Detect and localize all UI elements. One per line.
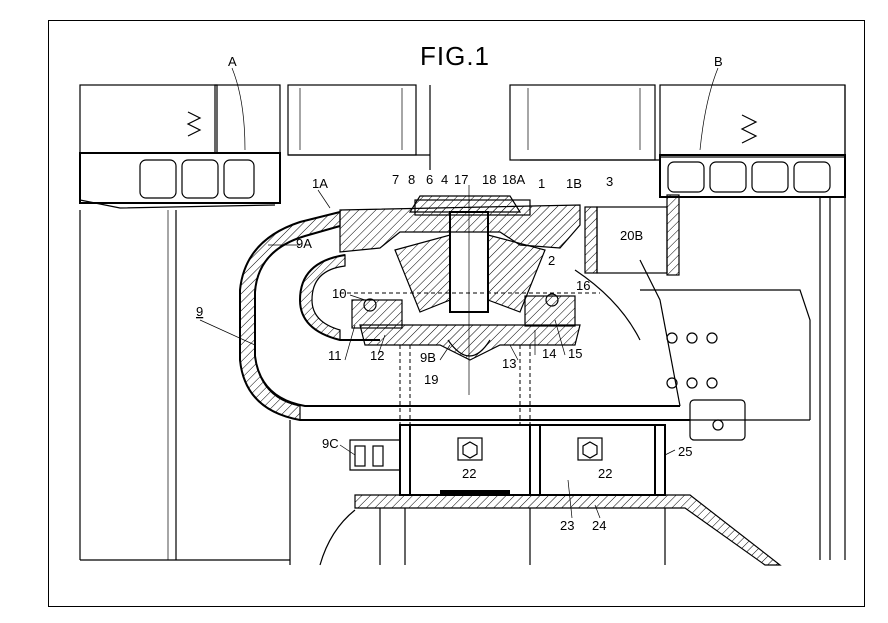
label-25: 25: [678, 444, 692, 459]
label-8: 8: [408, 172, 415, 187]
lower-frame: [289, 419, 810, 566]
label-section-B: B: [714, 54, 723, 69]
label-13: 13: [502, 356, 516, 371]
reference-labels: A B 1A 7 8 6 4 17 18 18A 1 1B 3 9A 20B 2…: [196, 54, 723, 533]
label-2: 2: [548, 253, 555, 268]
label-15: 15: [568, 346, 582, 361]
label-24: 24: [592, 518, 606, 533]
label-12: 12: [370, 348, 384, 363]
label-17: 17: [454, 172, 468, 187]
label-18A: 18A: [502, 172, 525, 187]
label-6: 6: [426, 172, 433, 187]
drawing-border: [48, 20, 865, 607]
label-9B: 9B: [420, 350, 436, 365]
label-section-A: A: [228, 54, 237, 69]
label-22-left: 22: [462, 466, 476, 481]
label-1A: 1A: [312, 176, 328, 191]
label-7: 7: [392, 172, 399, 187]
upper-right-structure: [509, 84, 846, 560]
figure-title: FIG.1: [420, 41, 490, 71]
label-1: 1: [538, 176, 545, 191]
label-4: 4: [441, 172, 448, 187]
label-9: 9: [196, 304, 203, 319]
label-3: 3: [606, 174, 613, 189]
label-23: 23: [560, 518, 574, 533]
label-19: 19: [424, 372, 438, 387]
label-14: 14: [542, 346, 556, 361]
right-panel: [640, 289, 811, 441]
label-20B: 20B: [620, 228, 643, 243]
label-10: 10: [332, 286, 346, 301]
hidden-lines: [340, 292, 600, 425]
label-16: 16: [576, 278, 590, 293]
upper-left-structure: [79, 84, 431, 561]
label-11: 11: [328, 348, 342, 363]
leader-lines: [199, 67, 719, 519]
outlet-duct-3: [574, 194, 680, 341]
label-22-right: 22: [598, 466, 612, 481]
label-9C: 9C: [322, 436, 339, 451]
label-18: 18: [482, 172, 496, 187]
label-9A: 9A: [296, 236, 312, 251]
bearing-plate-1: [339, 185, 581, 395]
label-1B: 1B: [566, 176, 582, 191]
